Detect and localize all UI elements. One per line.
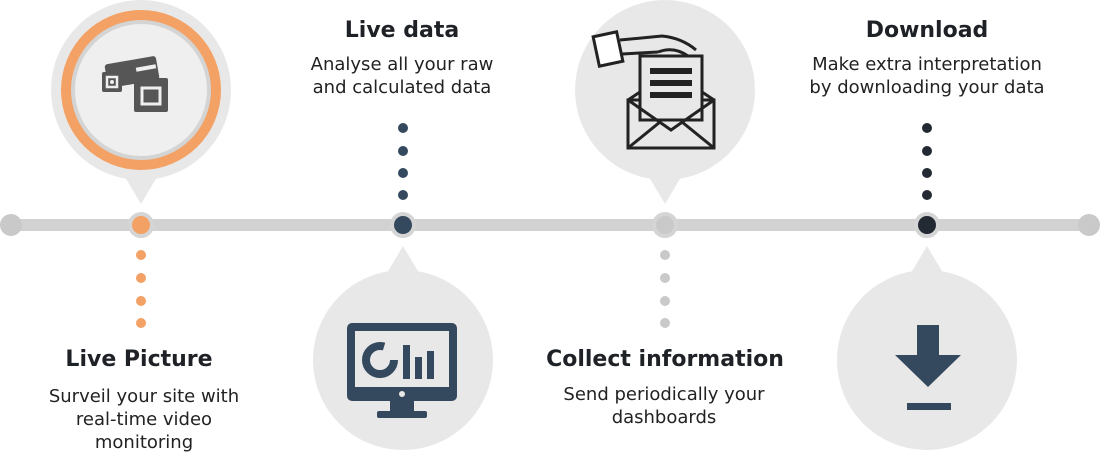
description-line: monitoring: [94, 432, 194, 453]
connector-dot: [398, 190, 408, 200]
cctv-camera-icon: [102, 56, 168, 112]
connector-dot: [660, 296, 670, 306]
description-line: Surveil your site with: [48, 386, 240, 407]
description-line: Send periodically your: [563, 384, 765, 405]
connector-dot: [136, 273, 146, 283]
connector-dot: [660, 318, 670, 328]
description-line: Make extra interpretation: [812, 54, 1042, 75]
connector-dot: [136, 296, 146, 306]
description-line: Analyse all your raw: [310, 54, 494, 75]
bubble-pointer: [122, 172, 160, 204]
connector-dot: [136, 250, 146, 260]
download-icon: [895, 325, 961, 410]
step-description-live-picture: Surveil your site with real-time video m…: [29, 385, 259, 454]
timeline-node-live-picture: [128, 212, 154, 238]
connector-dot: [660, 273, 670, 283]
connector-dot: [922, 123, 932, 133]
step-description-download: Make extra interpretation by downloading…: [797, 53, 1057, 99]
connector-dot: [136, 318, 146, 328]
monitor-dashboard-icon: [347, 323, 457, 418]
timeline-node-collect-information: [652, 212, 678, 238]
connector-dot: [922, 146, 932, 156]
step-title-download: Download: [865, 18, 989, 43]
connector-dot: [398, 146, 408, 156]
timeline-end-cap: [1078, 214, 1100, 236]
connector-dot: [398, 123, 408, 133]
description-line: dashboards: [611, 407, 717, 428]
bubble-pointer: [646, 172, 684, 204]
step-title-live-data: Live data: [344, 18, 460, 43]
step-title-collect-information: Collect information: [546, 347, 784, 372]
envelope-letter-icon: [591, 30, 716, 150]
timeline-node-live-data: [390, 212, 416, 238]
timeline-node-download: [914, 212, 940, 238]
step-title-live-picture: Live Picture: [65, 347, 213, 372]
connector-dot: [922, 190, 932, 200]
description-line: by downloading your data: [809, 77, 1045, 98]
connector-dot: [398, 168, 408, 178]
timeline-track: [10, 219, 1090, 231]
step-description-collect-information: Send periodically your dashboards: [549, 383, 779, 429]
connector-dot: [922, 168, 932, 178]
connector-dot: [660, 250, 670, 260]
description-line: real-time video: [75, 409, 213, 430]
timeline-start-cap: [0, 214, 22, 236]
step-description-live-data: Analyse all your raw and calculated data: [287, 53, 517, 99]
description-line: and calculated data: [312, 77, 492, 98]
